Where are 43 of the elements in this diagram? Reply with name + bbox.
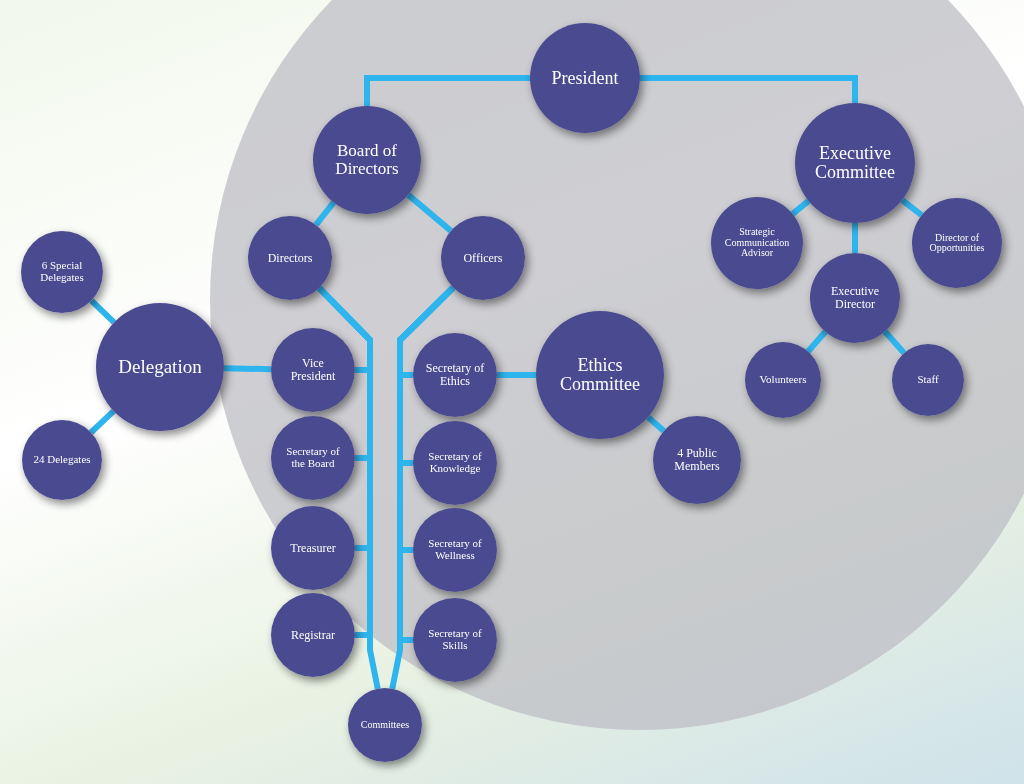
connector-line <box>497 372 536 378</box>
node-label: Volunteers <box>759 374 807 386</box>
connector-line <box>389 285 456 690</box>
node-label: Secretary of Knowledge <box>427 451 483 475</box>
node-label: Director of Opportunities <box>928 232 986 254</box>
node-label: President <box>551 68 619 88</box>
connector-line <box>805 329 828 354</box>
node-label: Secretary of Skills <box>427 628 483 652</box>
node-label: Ethics Committee <box>559 356 641 394</box>
node-label: 6 Special Delegates <box>39 260 85 284</box>
node-label: Secretary of the Board <box>285 446 341 470</box>
node-label: Directors <box>267 251 313 265</box>
circle-node <box>96 303 224 431</box>
circle-node <box>22 420 102 500</box>
node-label: Strategic Communication Advisor <box>723 227 791 259</box>
node-label: Committees <box>360 719 410 731</box>
circle-node <box>348 688 422 762</box>
node-label: 4 Public Members <box>673 447 721 473</box>
node-label: 24 Delegates <box>33 454 91 466</box>
connector-line <box>88 408 116 435</box>
node-label: Secretary of Ethics <box>424 362 486 388</box>
connector-line <box>406 192 453 234</box>
node-label: Staff <box>917 374 939 386</box>
connector-line <box>900 197 924 218</box>
node-label: Vice President <box>289 357 337 383</box>
connector-line <box>89 298 117 325</box>
node-label: Officers <box>463 251 503 265</box>
connector-line <box>790 198 811 217</box>
node-label: Treasurer <box>290 541 336 555</box>
connector-line <box>313 200 336 227</box>
node-label: Secretary of Wellness <box>427 538 483 562</box>
connector-line <box>640 75 858 103</box>
circle-node <box>21 231 103 313</box>
node-label: Delegation <box>118 357 202 377</box>
node-label: Executive Director <box>830 285 880 311</box>
node-label: Registrar <box>291 628 335 642</box>
connector-line <box>882 329 907 356</box>
connector-line <box>852 223 858 253</box>
connector-line <box>223 365 272 373</box>
circle-node <box>271 593 355 677</box>
node-label: Board of Directors <box>334 142 400 178</box>
connector-line <box>646 414 666 434</box>
node-label: Executive Committee <box>814 144 896 182</box>
